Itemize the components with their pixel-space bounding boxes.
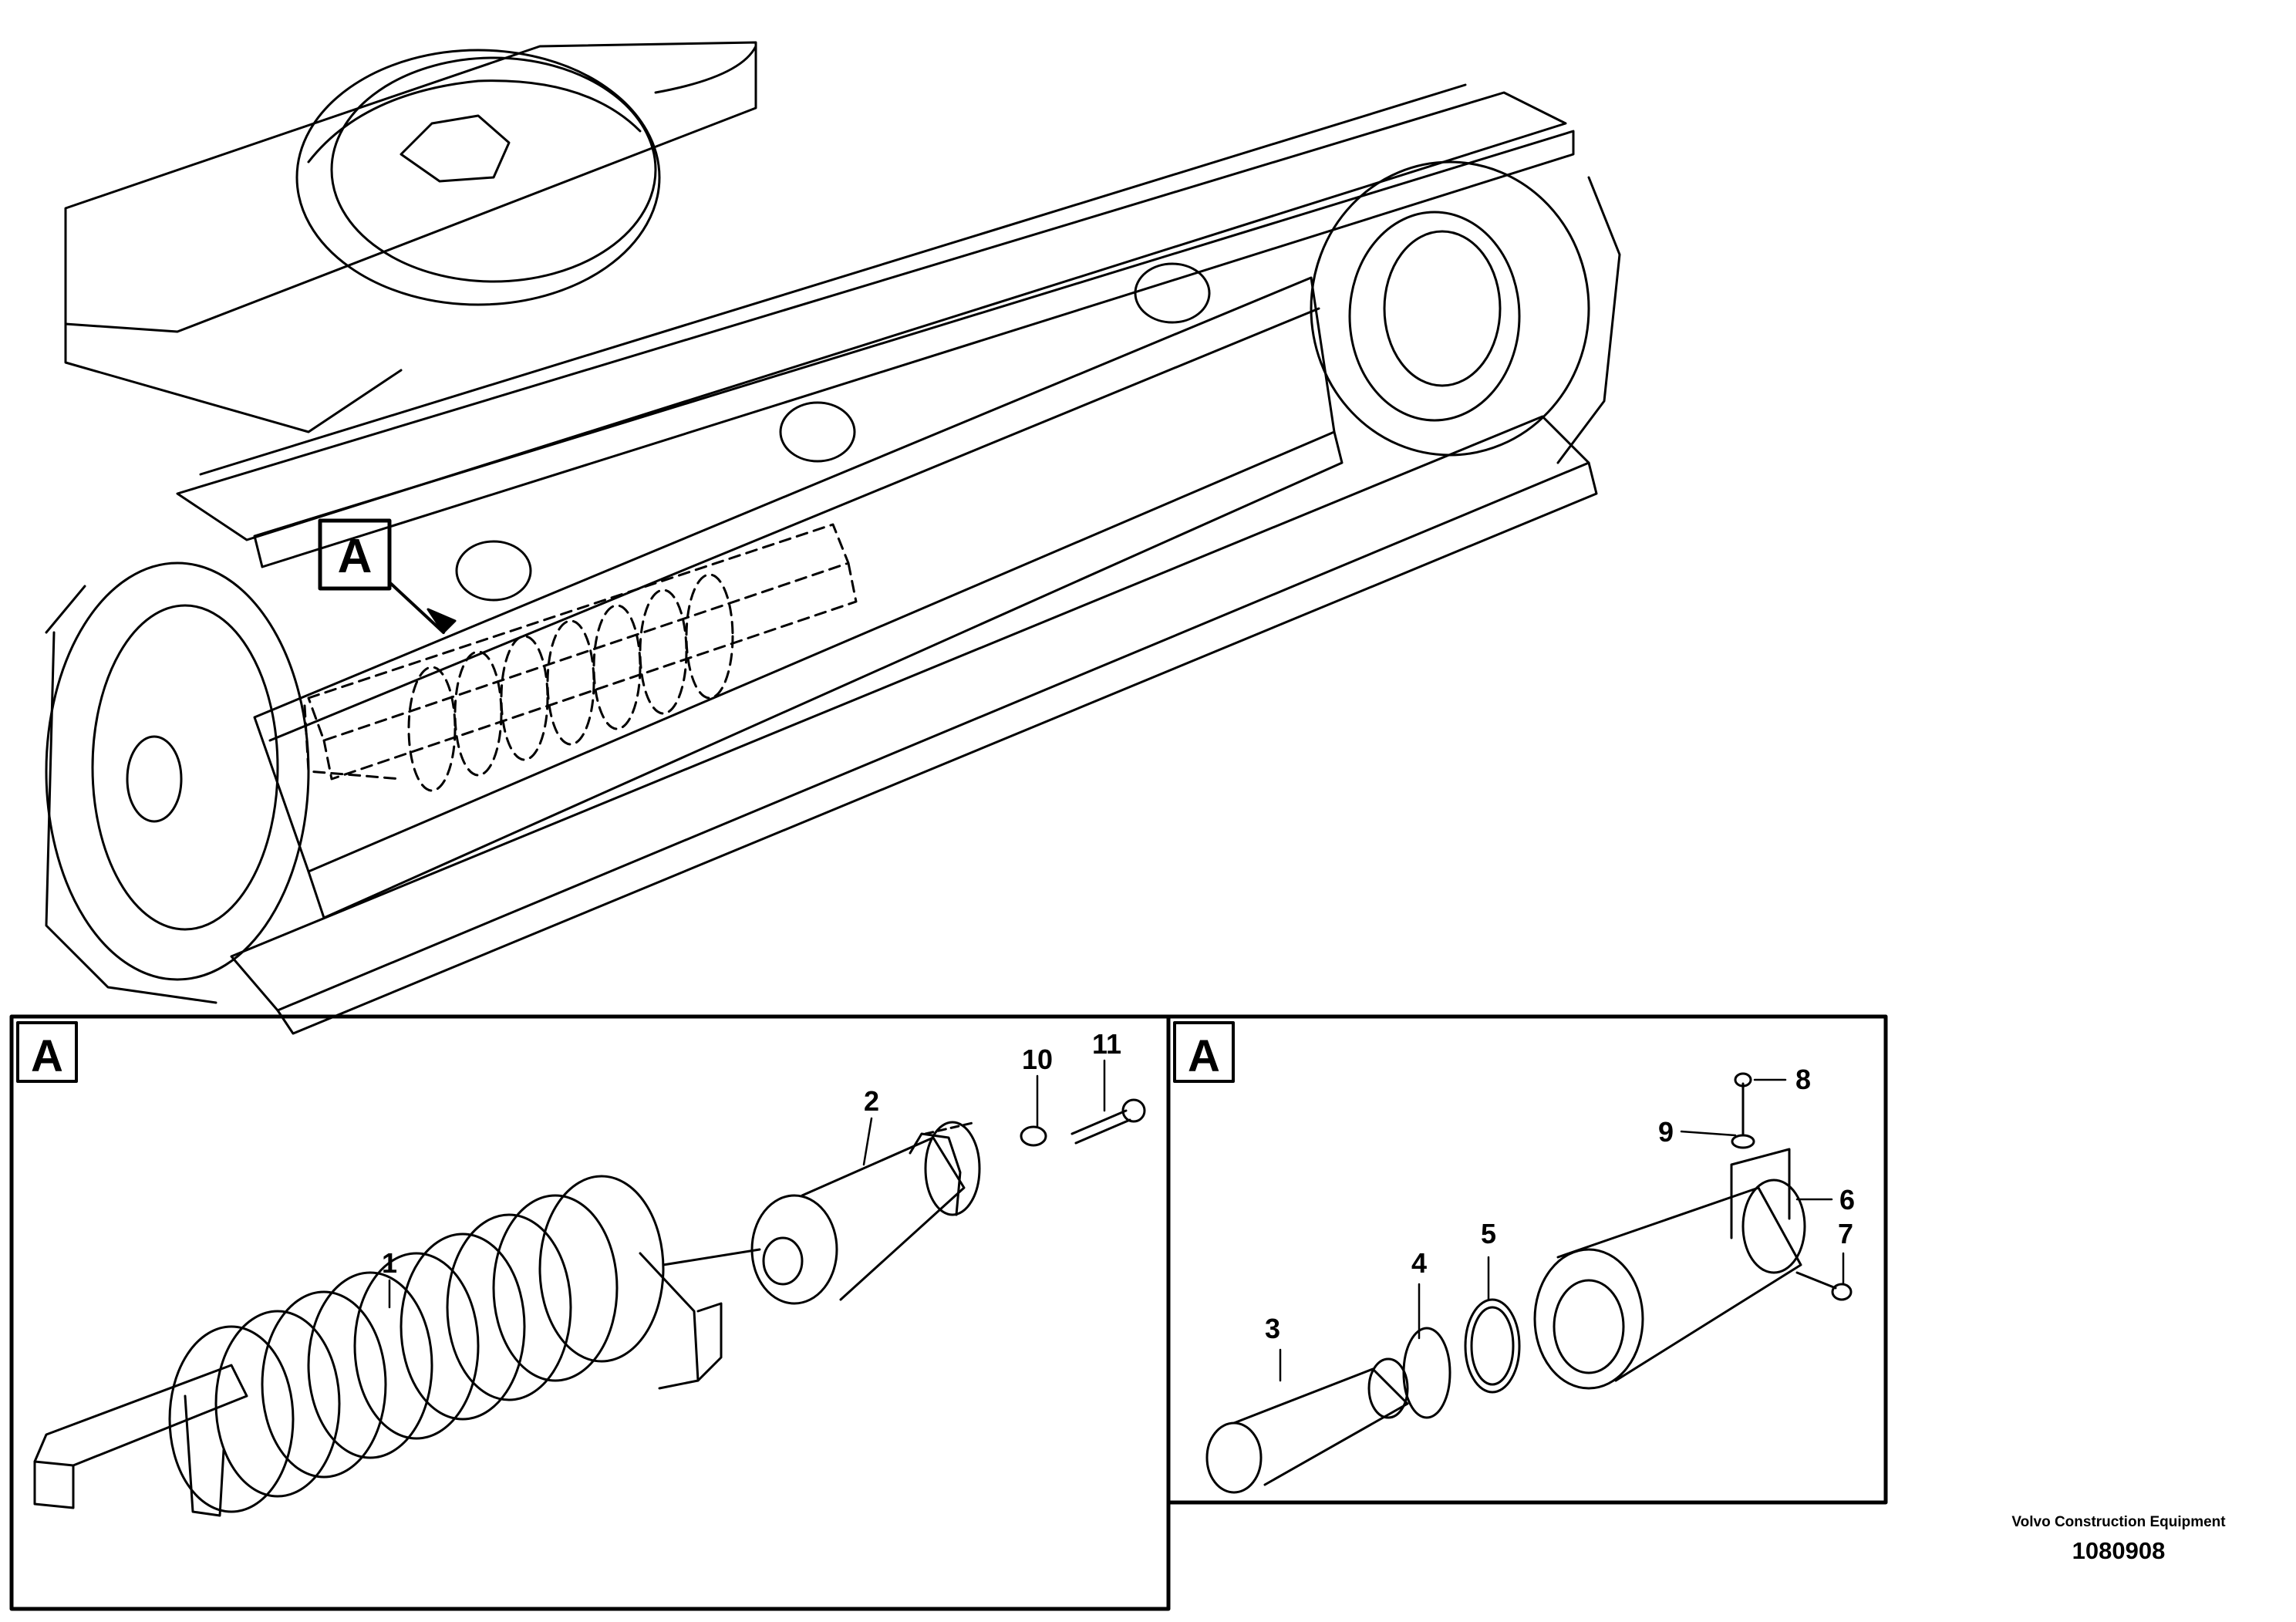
callout-1: 1: [382, 1247, 397, 1279]
tensioner-location-outline: [303, 523, 858, 792]
drawing-number: 1080908: [2072, 1537, 2166, 1564]
upper-track-run: [176, 83, 1575, 568]
detail-left-marker: A: [31, 1031, 63, 1081]
drive-sprocket: [1310, 160, 1621, 464]
seal-ring: [1402, 1327, 1451, 1419]
lower-track-run: [230, 415, 1598, 1035]
washer: [1020, 1125, 1047, 1147]
callout-9: 9: [1658, 1116, 1674, 1148]
callout-3: 3: [1265, 1313, 1280, 1344]
tension-cylinder: [750, 1121, 981, 1305]
callout-10: 10: [1022, 1044, 1053, 1075]
bracket-washer: [1731, 1134, 1755, 1149]
callout-2: 2: [864, 1085, 879, 1117]
undercarriage-overview: A: [45, 41, 1621, 1035]
callout-4: 4: [1411, 1247, 1427, 1279]
callout-6: 6: [1839, 1184, 1855, 1216]
front-idler: [45, 561, 310, 1004]
overview-marker-label: A: [338, 530, 373, 583]
callout-11: 11: [1092, 1028, 1121, 1060]
detail-panel-right: A: [1166, 1014, 1888, 1505]
recoil-spring: [33, 1175, 761, 1517]
detail-panel-left: A: [9, 1014, 1171, 1611]
grease-fitting: [1795, 1271, 1853, 1301]
footer-brand: Volvo Construction Equipment 1080908: [1991, 1513, 2246, 1565]
callout-7: 7: [1838, 1218, 1853, 1249]
callout-8: 8: [1795, 1064, 1811, 1095]
o-ring: [1464, 1298, 1521, 1394]
callout-5: 5: [1481, 1218, 1496, 1249]
company-name: Volvo Construction Equipment: [2011, 1514, 2226, 1530]
bolt: [1070, 1098, 1146, 1145]
cylinder-housing: [1533, 1179, 1806, 1390]
overview-detail-marker: A: [318, 518, 457, 634]
bracket: [1730, 1148, 1791, 1239]
detail-right-marker: A: [1188, 1031, 1220, 1081]
piston: [1205, 1357, 1409, 1494]
